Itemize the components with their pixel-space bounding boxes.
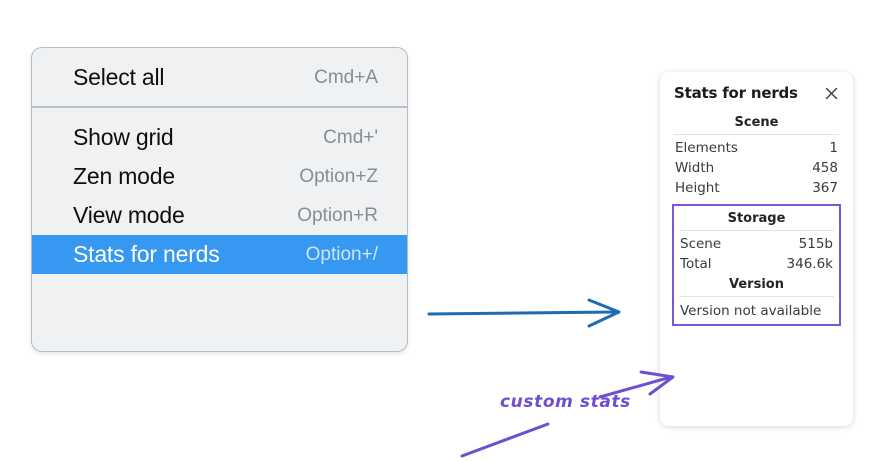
stats-section-version: Version Version not available [677, 274, 836, 321]
stat-value: 1 [829, 140, 838, 156]
stat-row-height: Height 367 [672, 178, 841, 198]
menu-item-label: Select all [73, 64, 165, 90]
menu-item-shortcut: Cmd+A [314, 66, 378, 88]
section-heading-storage: Storage [727, 211, 786, 226]
menu-item-show-grid[interactable]: Show grid Cmd+' [32, 118, 407, 157]
menu-item-shortcut: Option+/ [305, 243, 378, 265]
stat-value: 346.6k [786, 256, 833, 272]
panel-header: Stats for nerds [672, 84, 841, 102]
version-note: Version not available [680, 303, 822, 319]
stat-row-storage-scene: Scene 515b [677, 234, 836, 254]
menu-item-label: Zen mode [73, 163, 175, 189]
stat-key: Total [680, 256, 712, 272]
menu-item-select-all[interactable]: Select all Cmd+A [32, 58, 407, 97]
stat-key: Elements [675, 140, 738, 156]
stats-section-storage: Storage Scene 515b Total 346.6k [677, 208, 836, 274]
annotation-label-custom-stats: custom stats [500, 392, 631, 412]
stat-key: Height [675, 180, 720, 196]
stat-value: 458 [812, 160, 838, 176]
section-heading-scene: Scene [734, 115, 779, 130]
purple-underline-stroke [460, 422, 550, 458]
stat-row-storage-total: Total 346.6k [677, 254, 836, 274]
section-divider [679, 230, 834, 231]
menu-item-shortcut: Option+Z [299, 165, 378, 187]
menu-item-zen-mode[interactable]: Zen mode Option+Z [32, 157, 407, 196]
stat-row-elements: Elements 1 [672, 138, 841, 158]
menu-item-label: View mode [73, 202, 185, 228]
section-divider [679, 296, 834, 297]
stat-value: 367 [812, 180, 838, 196]
canvas-context-menu[interactable]: Select all Cmd+A Show grid Cmd+' Zen mod… [31, 47, 408, 352]
menu-item-view-mode[interactable]: View mode Option+R [32, 196, 407, 235]
menu-item-label: Show grid [73, 124, 174, 150]
menu-item-label: Stats for nerds [73, 241, 220, 267]
section-heading-version: Version [729, 277, 784, 292]
menu-item-stats-for-nerds[interactable]: Stats for nerds Option+/ [32, 235, 407, 274]
menu-item-shortcut: Option+R [297, 204, 378, 226]
custom-stats-highlight-box: Storage Scene 515b Total 346.6k Version … [672, 204, 841, 326]
stat-key: Scene [680, 236, 722, 252]
stat-key: Width [675, 160, 715, 176]
blue-arrow-menu-to-panel [427, 298, 621, 328]
section-divider [674, 134, 839, 135]
panel-title: Stats for nerds [674, 84, 798, 102]
menu-group-view: Show grid Cmd+' Zen mode Option+Z View m… [32, 108, 407, 283]
menu-group-selection: Select all Cmd+A [32, 48, 407, 108]
stat-value: 515b [798, 236, 833, 252]
stat-row-width: Width 458 [672, 158, 841, 178]
stats-for-nerds-panel: Stats for nerds Scene Elements 1 Width 4… [660, 72, 853, 426]
menu-item-shortcut: Cmd+' [323, 126, 378, 148]
stats-section-scene: Scene Elements 1 Width 458 Height 367 [672, 114, 841, 198]
close-icon[interactable] [823, 85, 840, 102]
